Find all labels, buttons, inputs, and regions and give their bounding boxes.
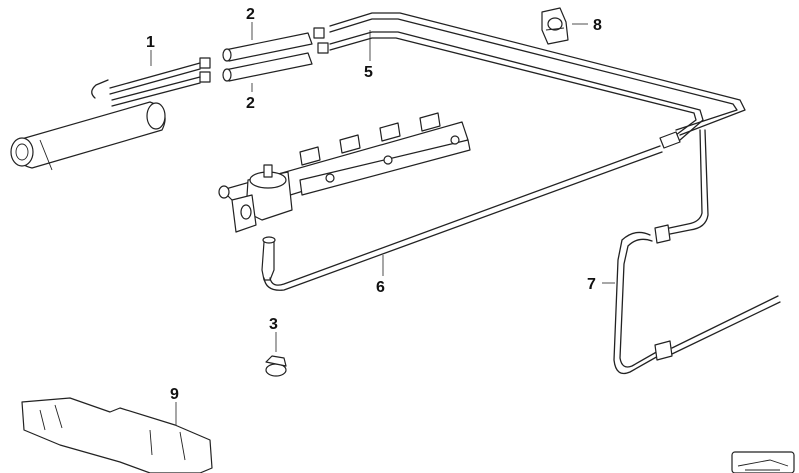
bracket [21, 397, 213, 473]
return-pipes [329, 12, 746, 149]
callout-1: 1 [146, 34, 155, 51]
callout-7: 7 [587, 276, 596, 293]
car-orientation-icon [731, 451, 795, 473]
hose-pair [91, 27, 329, 107]
callouts: 1 2 2 3 5 6 7 8 9 [146, 6, 602, 403]
hose-clamp [265, 355, 287, 377]
callout-2-top: 2 [246, 6, 255, 23]
callout-6: 6 [376, 279, 385, 296]
fuel-filter [10, 101, 166, 171]
callout-5: 5 [364, 64, 373, 81]
clip-part [541, 7, 569, 45]
callout-8: 8 [593, 17, 602, 34]
pipe-seven [613, 129, 781, 375]
fuel-rail [218, 112, 471, 233]
callout-3: 3 [269, 316, 278, 333]
pipe-six [261, 145, 663, 291]
callout-2-bottom: 2 [246, 95, 255, 112]
leader-lines [150, 22, 615, 425]
callout-9: 9 [170, 386, 179, 403]
